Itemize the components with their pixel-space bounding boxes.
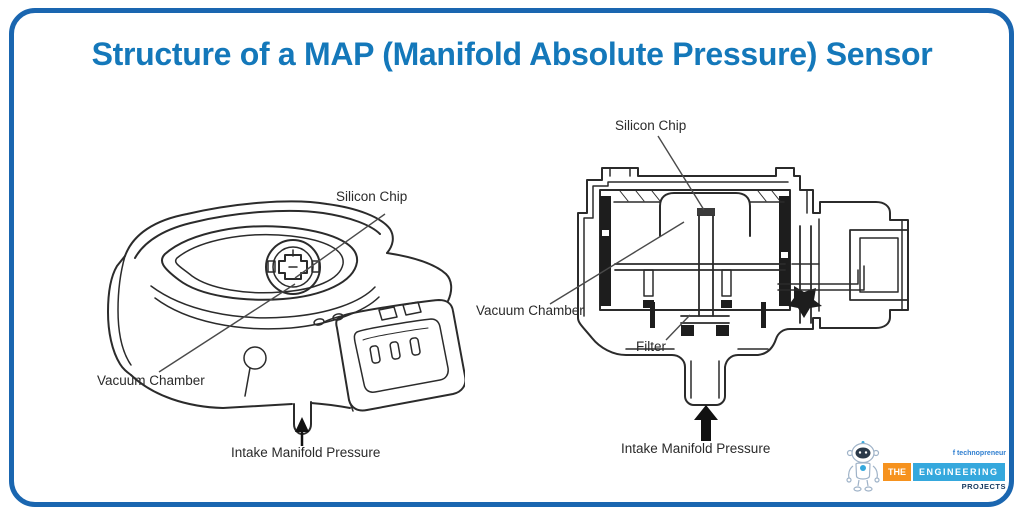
diagram-isometric-view	[107, 200, 465, 446]
leader-vacuum-chamber	[549, 221, 685, 305]
chip-mount-inner	[272, 246, 314, 288]
arrow-intake-left	[295, 417, 309, 446]
casing-inner-wall	[583, 181, 789, 317]
connector-pin	[409, 337, 421, 356]
leader-filter	[665, 314, 691, 341]
chip-mount-outer	[265, 239, 321, 295]
leader-silicon-chip	[294, 213, 386, 279]
center-column	[698, 215, 714, 317]
shoulder-slot	[761, 302, 766, 328]
logo-tagline: f technopreneur	[952, 450, 1006, 457]
housing-bottom-right	[310, 402, 351, 409]
top-fastener	[609, 167, 631, 177]
vent-hole	[313, 318, 325, 326]
front-band-line	[150, 285, 376, 319]
leader-silicon-chip	[657, 135, 705, 211]
connector-socket-inner	[859, 237, 899, 293]
recess-opening	[160, 225, 359, 301]
body-seam	[244, 367, 251, 397]
leader-vacuum-chamber	[158, 283, 296, 373]
housing-top-rim-inner	[134, 209, 381, 259]
casing-inner-wall	[806, 189, 820, 312]
label-silicon-chip-right: Silicon Chip	[615, 118, 687, 133]
label-filter: Filter	[636, 339, 666, 354]
label-intake-manifold-pressure-right: Intake Manifold Pressure	[621, 441, 771, 456]
tube-inner-wall	[690, 360, 720, 399]
support-pin	[643, 269, 654, 297]
connector-slot	[402, 301, 422, 316]
housing-top-rim	[124, 200, 394, 257]
arrow-intake-right	[694, 405, 718, 441]
hatch-gap	[602, 230, 609, 236]
connector-socket-rim	[362, 327, 429, 341]
support-pin	[721, 269, 732, 297]
connector-socket	[849, 229, 909, 301]
terminal-pin	[777, 265, 865, 291]
chip-mark	[288, 249, 298, 268]
diagram-cross-section-view	[549, 135, 909, 441]
housing-bottom	[130, 374, 293, 409]
connector-socket	[353, 318, 449, 393]
connector-pin	[389, 341, 401, 360]
label-vacuum-chamber-right: Vacuum Chamber	[476, 303, 584, 318]
chamber-wall-left	[600, 196, 611, 306]
casing-outline	[577, 167, 909, 406]
chip-block	[267, 260, 276, 273]
housing-right-slope	[386, 252, 453, 302]
label-vacuum-chamber-left: Vacuum Chamber	[97, 373, 205, 388]
housing-left-wall	[107, 255, 132, 376]
logo-word-projects: PROJECTS	[961, 482, 1006, 491]
filter-block	[681, 325, 694, 336]
connector-pin	[369, 345, 381, 364]
pin-foot	[721, 300, 732, 308]
filter-block	[716, 325, 729, 336]
seal-blob	[788, 286, 822, 318]
front-band-line	[154, 296, 380, 330]
silicon-chip-shape	[278, 254, 308, 280]
page-title: Structure of a MAP (Manifold Absolute Pr…	[91, 36, 933, 72]
connector-face	[335, 299, 465, 412]
silicon-chip-shape	[697, 208, 715, 216]
shoulder-slot	[650, 302, 655, 328]
screw-boss	[243, 346, 267, 370]
label-intake-manifold-pressure-left: Intake Manifold Pressure	[231, 445, 381, 460]
connector-join	[322, 315, 343, 324]
label-silicon-chip-left: Silicon Chip	[336, 189, 408, 204]
robot-mascot-icon	[846, 441, 880, 492]
pin-foot	[643, 300, 654, 308]
connector-slot	[378, 306, 398, 321]
housing-left-wall-inner	[117, 255, 132, 366]
hatch-gap	[781, 252, 788, 258]
chamber-wall-right	[779, 196, 790, 306]
logo-word-engineering: ENGINEERING	[913, 463, 1005, 481]
logo-word-the: THE	[883, 463, 911, 481]
hatch-marks	[619, 190, 781, 202]
diaphragm-plate	[614, 263, 786, 271]
recess-opening-inner	[174, 233, 344, 294]
connector-foot	[348, 399, 354, 412]
